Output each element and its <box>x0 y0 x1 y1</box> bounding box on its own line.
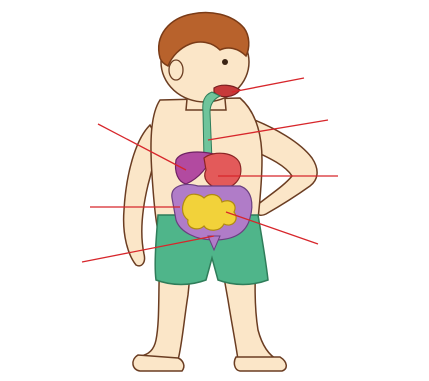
eye <box>222 59 228 65</box>
stomach <box>204 153 241 188</box>
ear <box>169 60 183 80</box>
head <box>159 13 249 102</box>
feet <box>133 355 286 371</box>
